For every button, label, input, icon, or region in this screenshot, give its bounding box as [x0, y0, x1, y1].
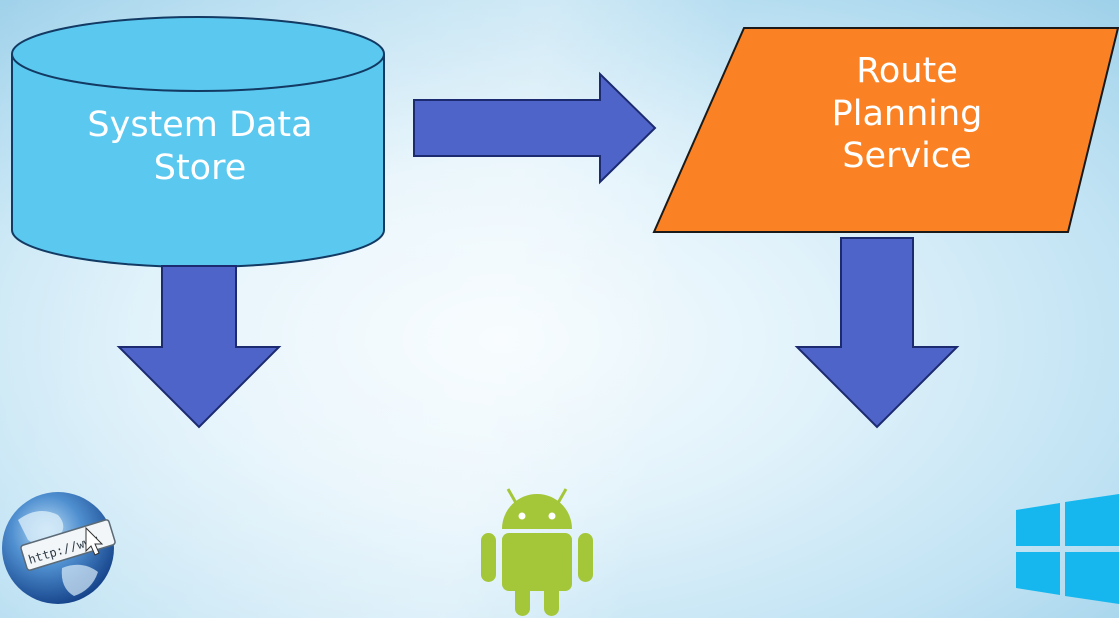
arrow-down-right: [794, 237, 960, 429]
arrow-right: [413, 71, 657, 185]
system-data-store-label: System Data Store: [87, 105, 313, 188]
route-planning-service-label: Route Planning Service: [831, 51, 983, 177]
route-planning-service-parallelogram: [652, 27, 1119, 233]
android-icon: [481, 488, 593, 616]
arrow-down-left: [116, 265, 282, 429]
windows-icon: [1016, 494, 1119, 604]
web-globe-icon: http://www: [2, 492, 116, 604]
